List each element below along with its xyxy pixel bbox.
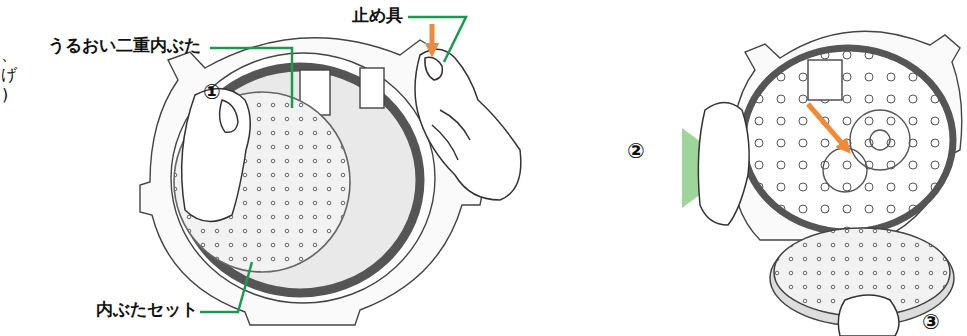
text-fragment: ) [2, 86, 8, 104]
leader-lines [200, 17, 466, 312]
hand-left [182, 89, 251, 222]
text-fragment: 、 [1, 46, 17, 64]
callout-number: ③ [922, 310, 940, 334]
hand-right [415, 49, 521, 200]
lid-right [722, 31, 962, 240]
remove-arrow [808, 104, 846, 148]
callout-number: ① [203, 80, 221, 104]
hand-right-figure [698, 103, 749, 226]
push-arrow [430, 24, 435, 50]
text-fragment: げ [1, 66, 17, 84]
callout-number: ② [627, 139, 645, 163]
part-label: 内ぶたセット [96, 300, 198, 320]
part-label: 止め具 [352, 6, 403, 26]
inner-lid-removed [770, 228, 954, 336]
part-label: うるおい二重内ぶた [48, 36, 201, 56]
